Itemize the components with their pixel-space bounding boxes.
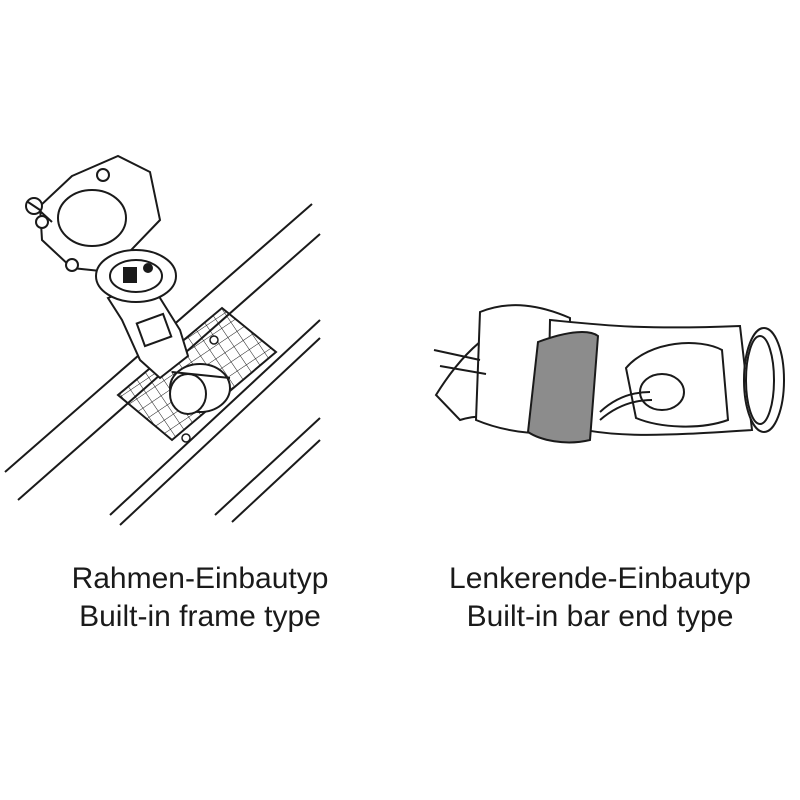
- tape-band: [526, 331, 600, 444]
- caption-english: Built-in frame type: [79, 600, 321, 633]
- end-cap: [743, 327, 785, 433]
- bar-end-illustration: [433, 304, 785, 444]
- caption-english: Built-in bar end type: [466, 600, 734, 633]
- frame-mount-illustration: [4, 154, 321, 526]
- caption-german: Rahmen-Einbautyp: [71, 562, 329, 595]
- bar-end-type-panel: Lenkerende-Einbautyp Built-in bar end ty…: [400, 0, 800, 800]
- cable-gland: [169, 363, 231, 415]
- cap-plate: [35, 154, 162, 274]
- plug-socket: [95, 249, 190, 380]
- frame-type-panel: Rahmen-Einbautyp Built-in frame type: [0, 154, 400, 636]
- screw: [25, 197, 53, 223]
- bar-end-unit: [599, 342, 730, 428]
- caption-german: Lenkerende-Einbautyp: [449, 562, 751, 595]
- bar-end-type-caption: Lenkerende-Einbautyp Built-in bar end ty…: [400, 560, 800, 636]
- frame-type-caption: Rahmen-Einbautyp Built-in frame type: [0, 560, 400, 636]
